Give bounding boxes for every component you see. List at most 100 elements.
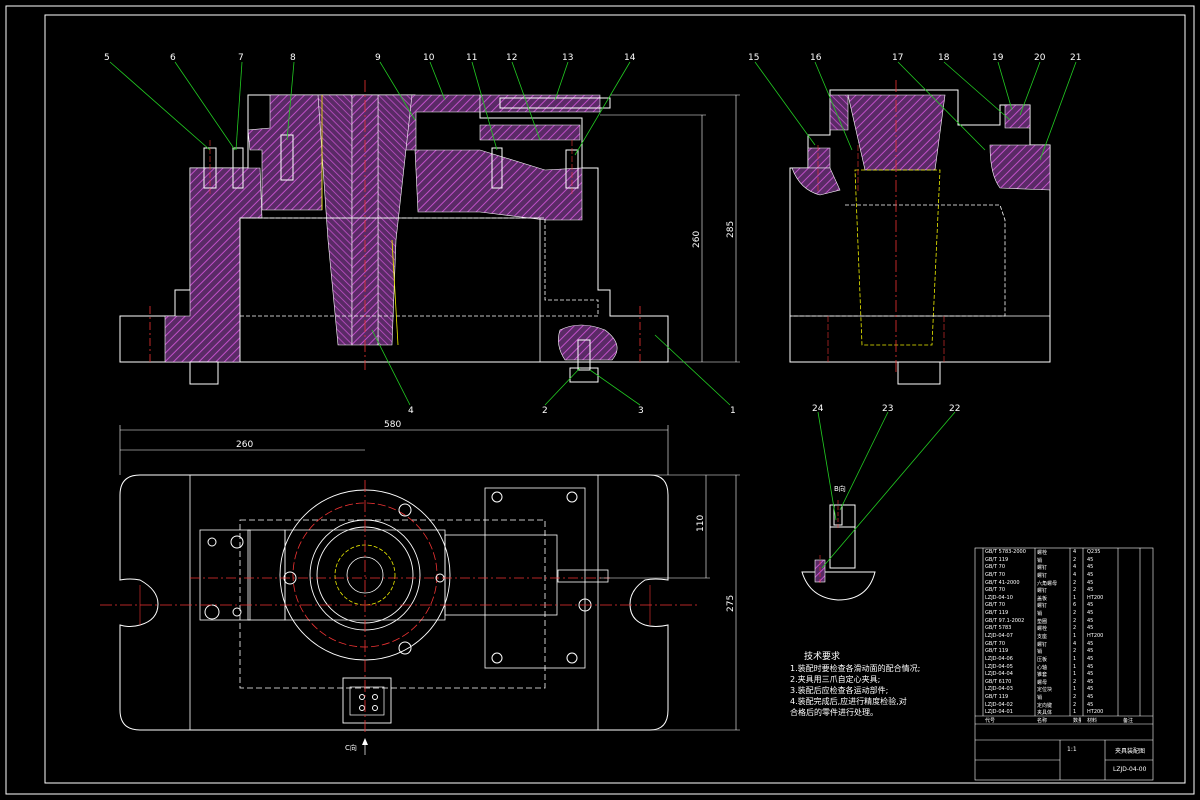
cell-mat: 45 [1087,579,1094,586]
cell-code: GB/T 119 [985,610,1009,617]
part-label-3: 3 [638,406,644,416]
cell-qty: 1 [1073,671,1077,678]
cell-code: GB/T 70 [985,564,1005,571]
cell-name: 六角螺母 [1037,580,1058,587]
part-label-5: 5 [104,53,110,63]
top-view [100,425,740,755]
cell-mat: HT200 [1087,633,1104,639]
header-material: 材料 [1087,718,1098,724]
note-item: 4.装配完成后,应进行精度检验,对 [790,697,907,706]
cell-qty: 1 [1073,709,1077,716]
cell-name: 心轴 [1037,664,1048,671]
cell-mat: 45 [1087,678,1094,685]
technical-notes: 技术要求 1.装配时要检查各滑动面的配合情况; 2.夹具用三爪自定心夹具; 3.… [790,652,920,718]
cell-name: 定位块 [1037,687,1053,694]
cell-code: LZJD-04-03 [985,686,1013,693]
cell-name: 螺母 [1037,679,1048,686]
cell-mat: 45 [1087,663,1094,670]
note-item: 合格后的零件进行处理。 [790,708,878,717]
dim-285: 285 [726,221,736,238]
part-label-11: 11 [466,53,477,63]
cell-mat: 45 [1087,564,1094,571]
cell-mat: HT200 [1087,709,1104,716]
cell-code: GB/T 6170 [985,678,1012,685]
dim-260-vertical: 260 [692,231,702,248]
cell-code: GB/T 70 [985,602,1005,609]
cell-mat: Q235 [1087,549,1101,555]
part-label-12: 12 [506,53,517,63]
notes-title: 技术要求 [804,652,841,662]
cell-code: GB/T 70 [985,587,1005,594]
cell-mat: 45 [1087,571,1094,578]
part-label-24: 24 [812,404,824,414]
cell-mat: 45 [1087,686,1094,693]
cell-name: 螺钉 [1037,588,1048,595]
cell-name: 螺栓 [1037,550,1048,556]
cell-qty: 2 [1073,694,1077,701]
drawing-frame [44,14,1186,784]
part-label-8: 8 [290,53,296,63]
part-label-15: 15 [748,53,759,63]
cell-qty: 2 [1073,678,1077,685]
part-label-2: 2 [542,406,548,416]
part-label-6: 6 [170,53,176,63]
cell-qty: 1 [1073,663,1077,670]
view-label-b: B向 [834,484,846,493]
cell-code: GB/T 119 [985,648,1009,655]
cell-mat: 45 [1087,655,1094,662]
part-label-20: 20 [1034,53,1046,63]
cell-qty: 2 [1073,579,1077,586]
part-label-1: 1 [730,406,736,416]
cell-code: GB/T 97.1-2002 [985,617,1025,624]
header-name: 名称 [1037,718,1048,724]
part-label-21: 21 [1070,53,1081,63]
cell-code: LZJD-04-04 [985,671,1013,678]
cell-code: GB/T 5783 [985,625,1012,632]
cell-qty: 1 [1073,655,1077,662]
part-label-16: 16 [810,53,822,63]
cell-mat: 45 [1087,610,1094,617]
cell-name: 销 [1037,649,1043,656]
note-item: 3.装配后应检查各运动部件; [790,686,889,695]
cell-name: 销 [1037,611,1043,618]
cell-name: 压板 [1037,656,1048,663]
cell-mat: 45 [1087,701,1094,708]
cell-code: GB/T 70 [985,640,1005,647]
view-label-c: C向 [345,743,357,752]
cell-qty: 4 [1073,640,1077,647]
cell-name: 支座 [1037,634,1048,640]
part-number-labels: 5 6 7 8 9 10 11 12 13 14 15 16 17 18 19 … [104,53,1081,416]
cell-code: LZJD-04-10 [985,594,1013,601]
cell-qty: 4 [1073,564,1077,571]
cell-name: 销 [1037,695,1043,702]
cell-mat: 45 [1087,556,1094,563]
cell-mat: 45 [1087,617,1094,624]
cell-name: 螺栓 [1037,626,1048,633]
header-qty: 数量 [1073,718,1081,724]
cell-qty: 1 [1073,633,1077,639]
cell-mat: 45 [1087,694,1094,701]
cell-code: GB/T 119 [985,694,1009,701]
cell-code: GB/T 5783-2000 [985,549,1026,555]
title-block: 代号 名称 数量 材料 备注 夹具装配图 LZJD-04-00 1:1 GB/T… [975,548,1153,780]
part-label-23: 23 [882,404,893,414]
part-label-14: 14 [624,53,636,63]
drawing-name: 夹具装配图 [1115,748,1146,755]
cell-name: 销 [1037,557,1043,564]
cell-code: LZJD-04-02 [985,701,1013,708]
title-block-row: GB/T 6170 螺母 2 45 [975,678,1153,686]
leader-lines [109,61,1077,569]
cell-mat: HT200 [1087,594,1104,601]
